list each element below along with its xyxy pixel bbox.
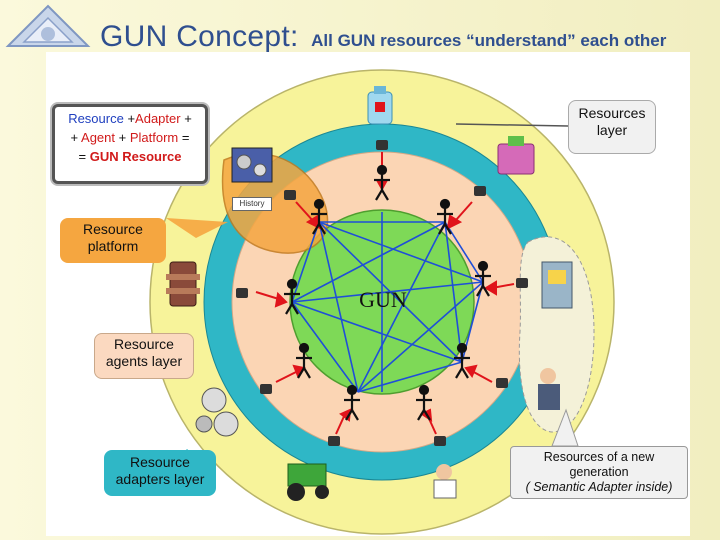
adapter-plug-icon — [516, 278, 528, 288]
adapter-plug-icon — [474, 186, 486, 196]
eq-equals: = — [78, 149, 90, 164]
adapter-plug-icon — [434, 436, 446, 446]
platform-pointer — [166, 218, 228, 238]
agent-figure-icon — [374, 164, 390, 201]
equation-line-1: Resource +Adapter + — [55, 109, 205, 128]
adapter-plug-icon — [260, 384, 272, 394]
callout-text: Resource — [114, 336, 174, 352]
callout-resource-adapters-layer: Resource adapters layer — [104, 450, 216, 496]
agent-figure-icon — [284, 278, 300, 315]
eq-agent: Agent — [81, 130, 116, 145]
slide-title: GUN Concept: All GUN resources “understa… — [100, 20, 666, 54]
callout-text: Resource — [83, 221, 143, 237]
new-generation-zone — [518, 236, 595, 433]
gun-center-label: GUN — [359, 287, 407, 312]
eq-resource: Resource — [68, 111, 124, 126]
agent-figure-icon — [311, 198, 327, 235]
callout-text: platform — [87, 238, 139, 254]
paper-machine-icon — [497, 136, 535, 175]
callout-text: Resources of a new — [543, 450, 655, 464]
callout-resource-platform: Resource platform — [60, 218, 166, 263]
agent-figure-icon — [454, 342, 470, 379]
callout-text: ( Semantic Adapter inside) — [525, 480, 673, 494]
eq-equals: = — [178, 130, 190, 145]
electrical-cabinet-icon — [541, 261, 573, 309]
adapter-plug-icon — [376, 140, 388, 150]
callout-resources-layer: Resources layer — [568, 100, 656, 154]
adapter-plug-icon — [496, 378, 508, 388]
callout-text: Resources — [578, 105, 646, 121]
adapter-plug-icon — [284, 190, 296, 200]
callout-text: agents layer — [105, 353, 183, 369]
gear-computer-icon — [231, 147, 273, 183]
agent-figure-icon — [416, 384, 432, 421]
callout-text: Resource — [130, 454, 190, 470]
doctor-icon — [433, 464, 457, 499]
eq-gun-resource: GUN Resource — [89, 149, 182, 164]
eq-plus: + — [70, 130, 82, 145]
eq-plus: + — [123, 111, 136, 126]
callout-new-generation: Resources of a new generation ( Semantic… — [510, 446, 688, 499]
medicine-bottle-icon — [367, 86, 393, 125]
title-sub: All GUN resources “understand” each othe… — [311, 31, 667, 50]
gun-resource-equation: Resource +Adapter + + Agent + Platform =… — [52, 104, 208, 184]
agent-figure-icon — [296, 342, 312, 379]
eq-platform: Platform — [129, 130, 179, 145]
callout-resource-agents-layer: Resource agents layer — [94, 333, 194, 379]
adapter-plugs — [236, 140, 528, 446]
equation-line-3: = GUN Resource — [55, 147, 205, 166]
callout-text: layer — [596, 122, 628, 138]
agent-figure-icon — [475, 260, 491, 297]
eq-plus: + — [180, 111, 192, 126]
agent-figure-icon — [437, 198, 453, 235]
title-main: GUN Concept: — [100, 20, 299, 53]
resources-layer-pointer — [455, 123, 569, 127]
pulley-machine-icon — [195, 387, 239, 437]
worker-icon — [538, 368, 560, 410]
gun-diagram — [149, 69, 615, 535]
eq-adapter: Adapter — [135, 111, 181, 126]
callout-text: adapters layer — [115, 471, 205, 487]
agent-figure-icon — [344, 384, 360, 421]
eq-plus: + — [115, 130, 130, 145]
logo-icon — [5, 4, 91, 47]
history-label: History — [232, 197, 272, 211]
transformer-icon — [166, 261, 200, 307]
equation-line-2: + Agent + Platform = — [55, 128, 205, 147]
tractor-icon — [287, 463, 329, 501]
adapter-plug-icon — [236, 288, 248, 298]
callout-text: generation — [569, 465, 629, 479]
adapter-plug-icon — [328, 436, 340, 446]
agent-figures — [284, 164, 491, 421]
